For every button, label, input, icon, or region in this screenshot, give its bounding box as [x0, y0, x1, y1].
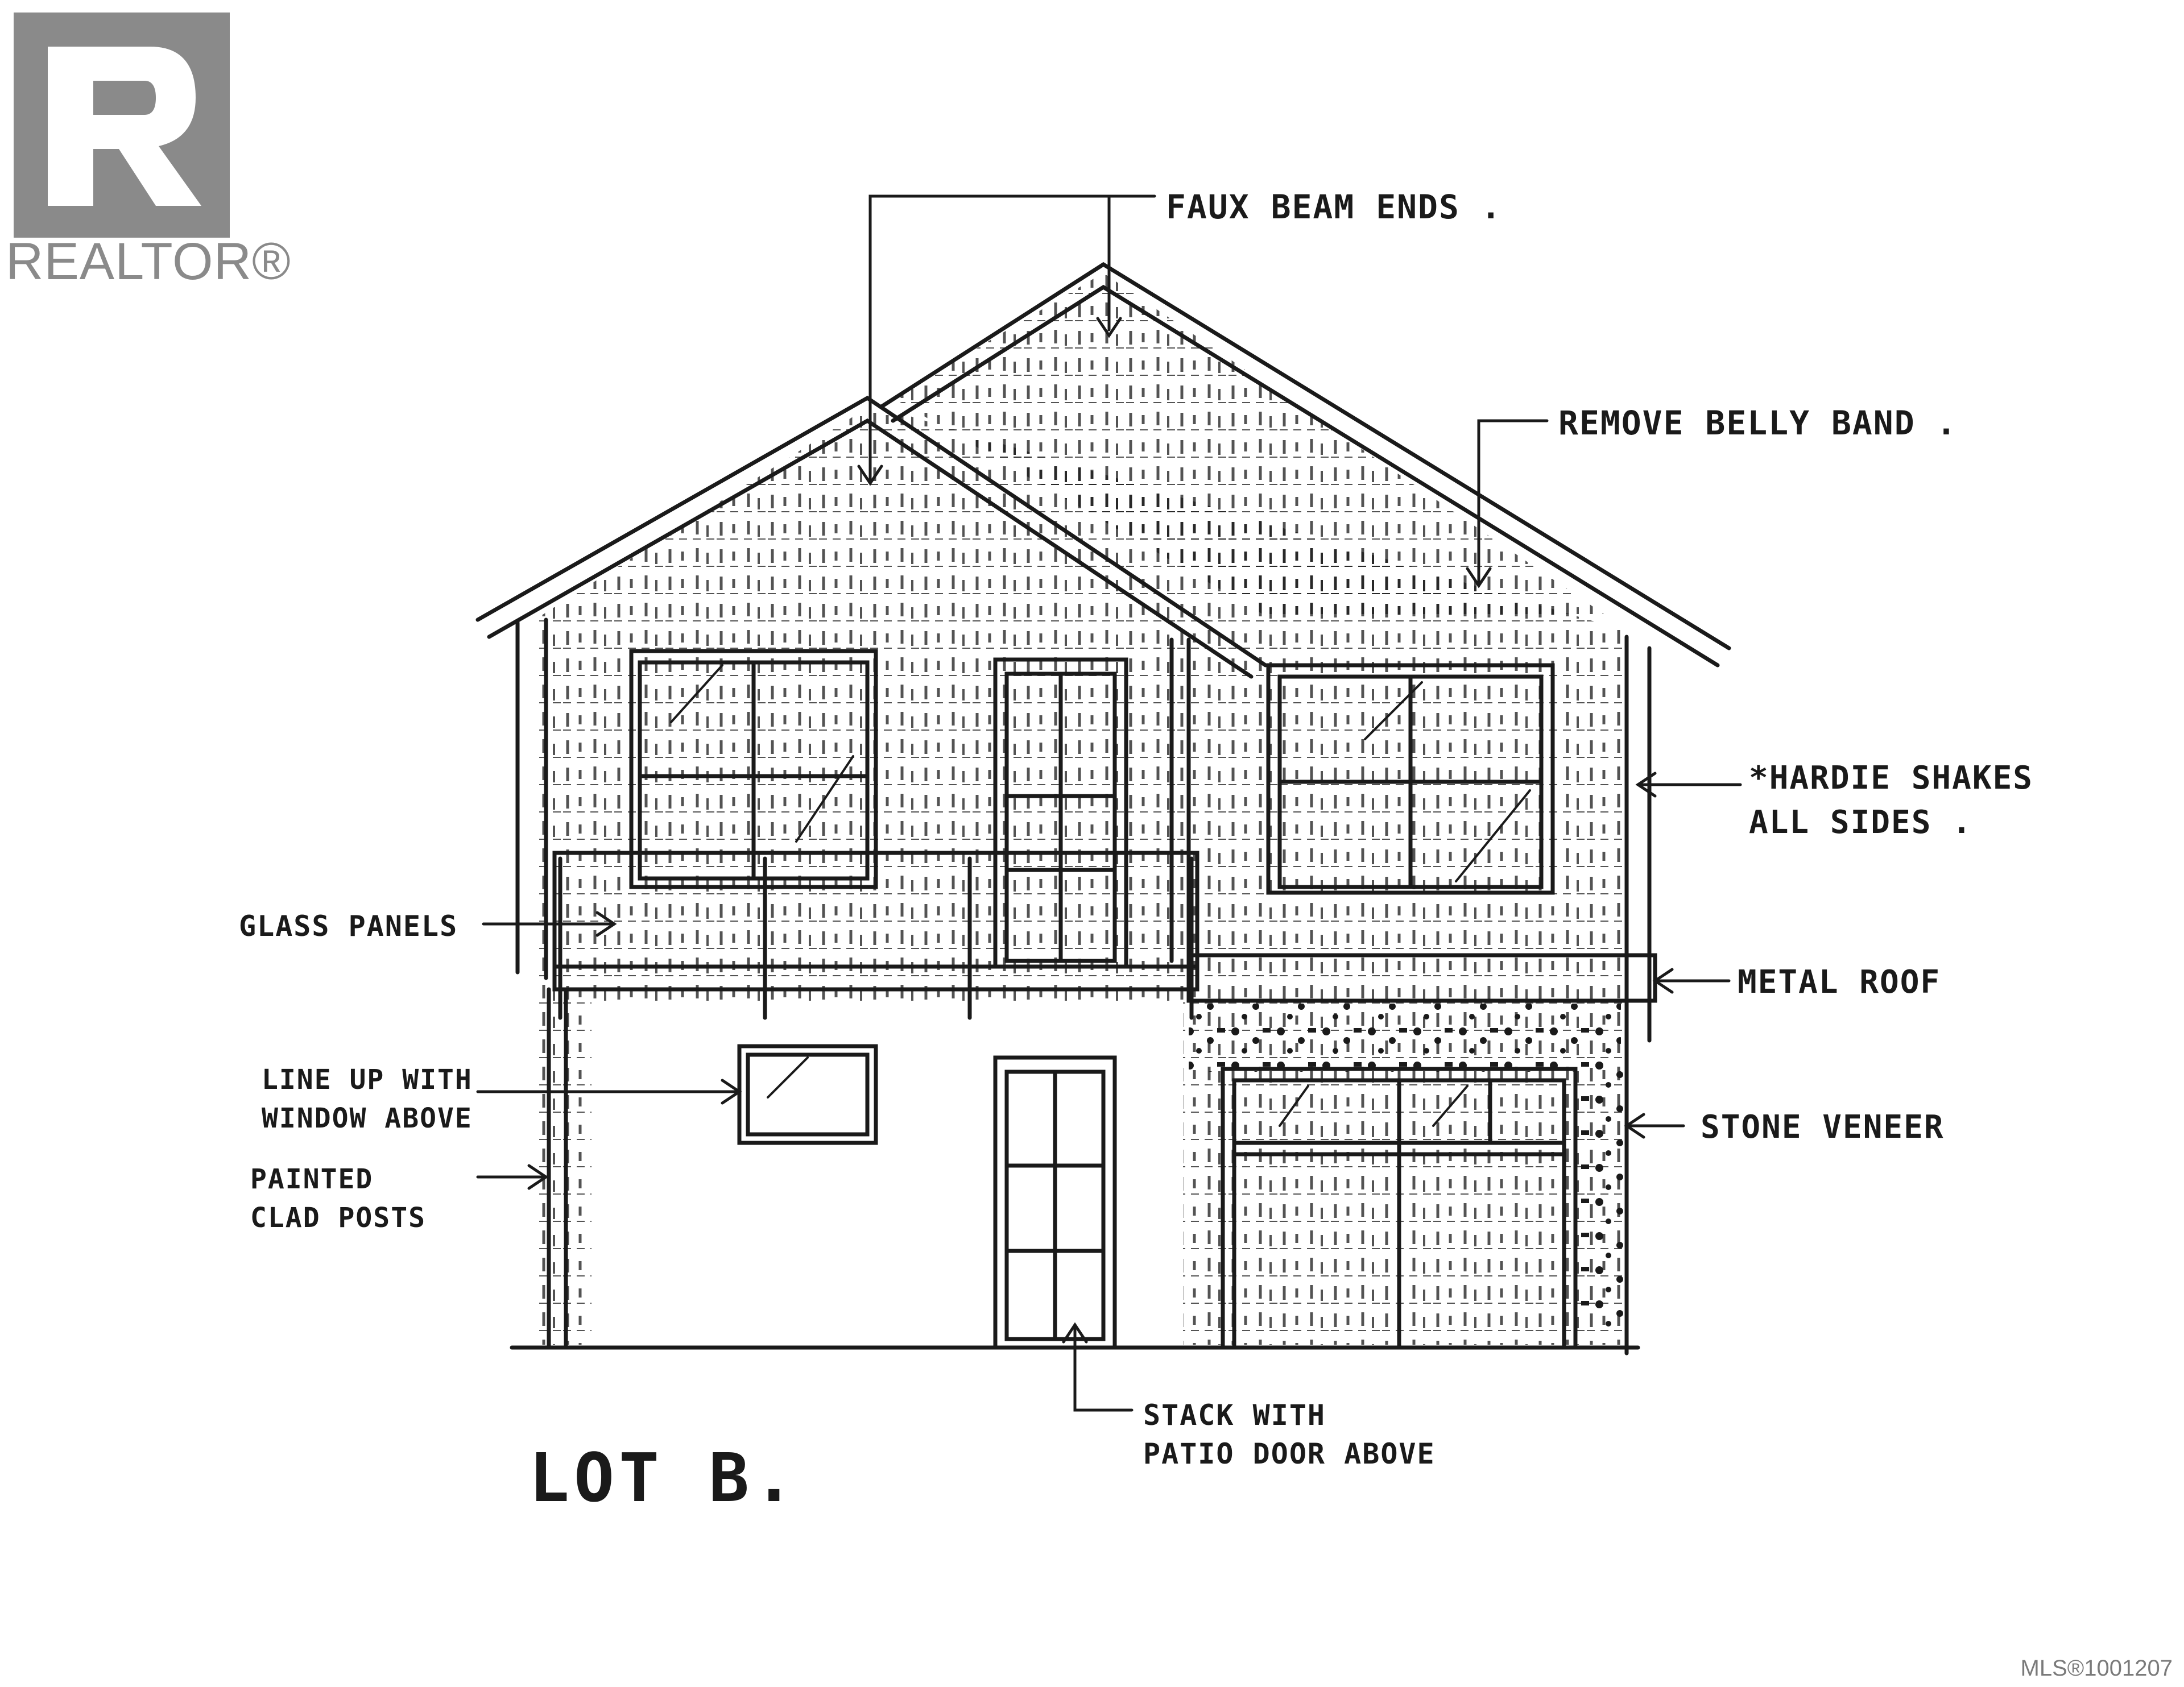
annotation-glass-panels: GLASS PANELS [239, 910, 458, 943]
lot-label: LOT B. [529, 1439, 799, 1517]
annotation-line-up-with-window: LINE UP WITH WINDOW ABOVE [262, 1064, 473, 1134]
annotation-leaders [476, 194, 1742, 1412]
house-outline [475, 262, 1731, 1356]
annotation-faux-beam-ends: FAUX BEAM ENDS . [1166, 188, 1502, 226]
annotation-stack-with-patio-door: STACK WITH PATIO DOOR ABOVE [1143, 1399, 1436, 1470]
realtor-logo-mark [14, 13, 230, 238]
realtor-logo-text: REALTOR® [6, 233, 291, 291]
mls-number: MLS®1001207 [2020, 1656, 2173, 1681]
annotation-painted-clad-posts: PAINTED CLAD POSTS [250, 1163, 426, 1234]
annotation-stone-veneer: STONE VENEER [1701, 1109, 1945, 1146]
annotation-hardie-shakes: *HARDIE SHAKES ALL SIDES . [1749, 760, 2034, 841]
annotation-remove-belly-band: REMOVE BELLY BAND . [1558, 404, 1958, 442]
annotation-metal-roof: METAL ROOF [1738, 964, 1941, 1001]
